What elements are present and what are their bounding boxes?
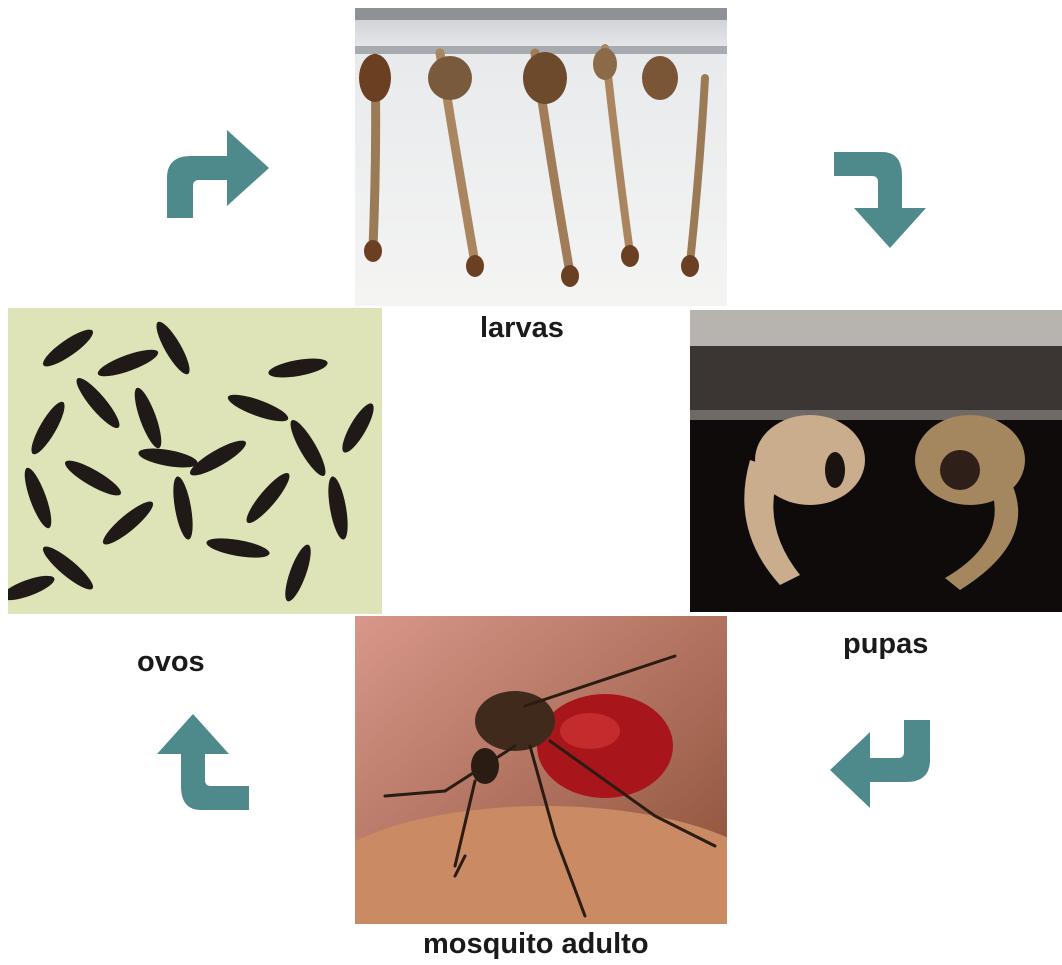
arrow-ovos-to-larvas-icon <box>165 128 271 220</box>
arrow-pupas-to-adulto-icon <box>828 718 932 810</box>
stage-label-mosquito-adulto: mosquito adulto <box>423 928 649 961</box>
arrow-larvas-to-pupas-icon <box>832 150 928 250</box>
eggs-photo <box>8 308 382 614</box>
stage-label-larvas: larvas <box>480 312 564 345</box>
stage-label-ovos: ovos <box>137 646 205 679</box>
adult-mosquito-photo <box>355 616 727 924</box>
stage-label-pupas: pupas <box>843 628 928 661</box>
pupae-photo <box>690 310 1062 612</box>
arrow-adulto-to-ovos-icon <box>155 712 251 812</box>
larvae-photo <box>355 8 727 306</box>
